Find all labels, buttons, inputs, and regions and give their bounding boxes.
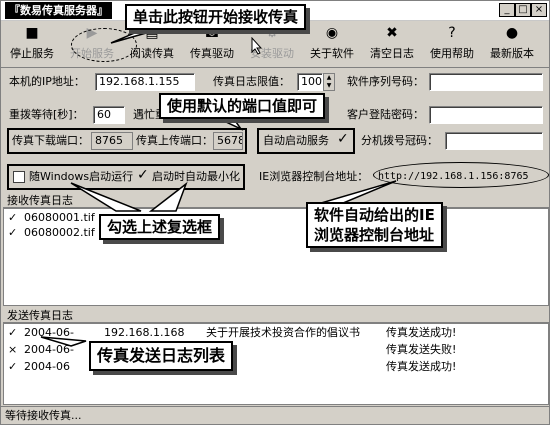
toolbar-button-label: 清空日志 xyxy=(370,47,414,60)
checkbox-highlight-box xyxy=(7,164,245,190)
status-icon: × xyxy=(8,343,18,356)
download-port-label: 传真下载端口： xyxy=(12,134,89,147)
check-icon: ✓ xyxy=(8,211,18,224)
ie-console-ellipse xyxy=(373,162,549,188)
toolbar-button-0[interactable]: ■ 停止服务 xyxy=(3,24,61,66)
toolbar-button-label: 阅读传真 xyxy=(130,47,174,60)
start-button-ellipse xyxy=(71,28,137,62)
toolbar-button-label: 使用帮助 xyxy=(430,47,474,60)
redial-wait-field[interactable]: 60 xyxy=(93,106,125,124)
startup-with-windows-label: 随Windows启动运行 xyxy=(29,170,134,183)
upload-port-field[interactable]: 5678 xyxy=(213,132,243,150)
toolbar-button-label: 传真驱动 xyxy=(190,47,234,60)
log-limit-field[interactable]: 100 xyxy=(297,73,323,91)
minimize-checkmark-icon[interactable]: ✓ xyxy=(137,167,149,183)
receive-log-list[interactable]: ✓06080001.tif ✓06080002.tif xyxy=(3,208,549,306)
list-item[interactable]: ✓06080002.tif xyxy=(8,226,95,239)
log-limit-spinner[interactable]: ▲▼ xyxy=(323,73,335,91)
ie-console-label: IE浏览器控制台地址： xyxy=(259,170,369,183)
close-button[interactable]: × xyxy=(531,3,547,17)
port-highlight-box xyxy=(7,128,247,154)
toolbar-button-label: 最新版本 xyxy=(490,47,534,60)
extension-prefix-label: 分机拨号冠码： xyxy=(361,134,438,147)
toolbar: ■停止服务▶开始服务▤阅读传真☎传真驱动⚙安装驱动◉关于软件✖清空日志?使用帮助… xyxy=(1,22,549,68)
send-log-header: 发送传真日志 xyxy=(3,309,549,323)
redial-wait-label: 重拨等待[秒]： xyxy=(9,108,84,121)
callout-start-button: 单击此按钮开始接收传真 xyxy=(125,4,307,30)
auto-start-checkmark-icon[interactable]: ✓ xyxy=(337,131,349,147)
toolbar-button-7[interactable]: ? 使用帮助 xyxy=(423,24,481,66)
update-icon: ● xyxy=(505,25,519,41)
serial-field[interactable] xyxy=(429,73,543,91)
startup-with-windows-checkbox[interactable] xyxy=(13,171,25,183)
toolbar-button-6[interactable]: ✖ 清空日志 xyxy=(363,24,421,66)
ie-console-address[interactable]: http://192.168.1.156:8765 xyxy=(378,171,529,182)
window-title: 『数易传真服务器』 xyxy=(5,2,112,19)
auto-start-box xyxy=(257,128,355,154)
toolbar-button-label: 关于软件 xyxy=(310,47,354,60)
log-limit-label: 传真日志限值： xyxy=(213,75,290,88)
toolbar-button-label: 停止服务 xyxy=(10,47,54,60)
list-item[interactable]: ×2004-06- 传真发送失败! xyxy=(8,343,457,356)
minimize-button[interactable]: _ xyxy=(499,3,515,17)
serial-label: 软件序列号码： xyxy=(347,75,424,88)
help-icon: ? xyxy=(448,25,456,41)
list-item[interactable]: ✓06080001.tif xyxy=(8,211,95,224)
minimize-on-start-label: 启动时自动最小化 xyxy=(152,170,240,183)
maximize-button[interactable]: □ xyxy=(515,3,531,17)
callout-send-log: 传真发送日志列表 xyxy=(89,341,234,371)
status-bar: 等待接收传真... xyxy=(1,406,549,424)
client-password-field[interactable] xyxy=(429,106,543,124)
about-icon: ◉ xyxy=(325,25,339,41)
callout-default-port: 使用默认的端口值即可 xyxy=(159,93,326,119)
check-icon: ✓ xyxy=(8,226,18,239)
clear-log-icon: ✖ xyxy=(386,25,398,41)
toolbar-button-5[interactable]: ◉ 关于软件 xyxy=(303,24,361,66)
status-icon: ✓ xyxy=(8,326,18,339)
callout-ie-console: 软件自动给出的IE 浏览器控制台地址 xyxy=(306,202,443,248)
auto-start-label: 自动启动服务 xyxy=(263,134,329,147)
mouse-cursor-icon xyxy=(251,37,263,55)
status-icon: ✓ xyxy=(8,360,18,373)
ip-field[interactable]: 192.168.1.155 xyxy=(95,73,195,91)
toolbar-button-label: 安装驱动 xyxy=(250,47,294,60)
extension-prefix-field[interactable] xyxy=(445,132,543,150)
download-port-field[interactable]: 8765 xyxy=(91,132,133,150)
callout-check-boxes: 勾选上述复选框 xyxy=(99,214,221,240)
list-item[interactable]: ✓2004-06 传真发送成功! xyxy=(8,360,457,373)
stop-icon: ■ xyxy=(25,25,39,41)
client-password-label: 客户登陆密码： xyxy=(347,108,424,121)
toolbar-button-8[interactable]: ● 最新版本 xyxy=(483,24,541,66)
upload-port-label: 传真上传端口： xyxy=(136,134,213,147)
list-item[interactable]: ✓2004-06- 192.168.1.168 关于开展技术投资合作的倡议书 传… xyxy=(8,326,457,339)
ip-label: 本机的IP地址： xyxy=(9,75,85,88)
